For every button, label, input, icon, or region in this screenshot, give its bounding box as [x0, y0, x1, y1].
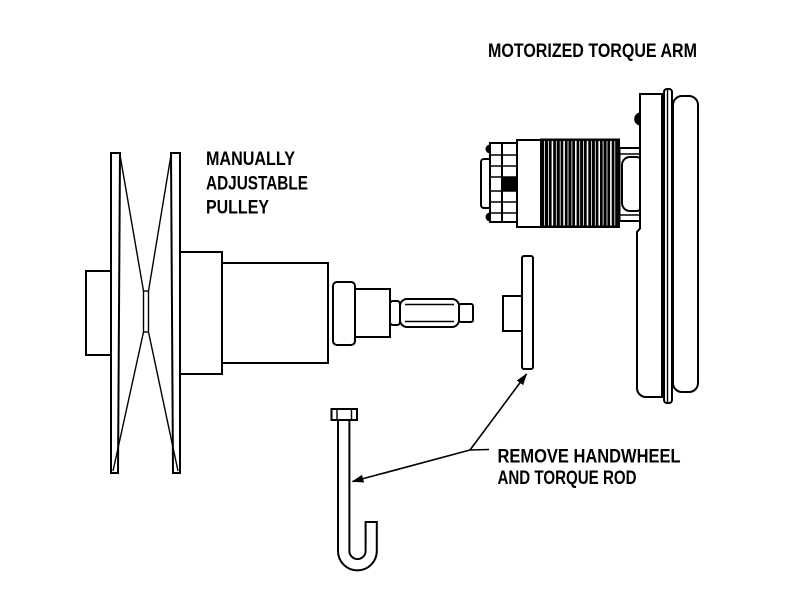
motor-front-drum	[516, 139, 542, 228]
pulley-body-cylinder	[221, 262, 329, 364]
pulley-center-bushing	[142, 290, 150, 333]
motor-fins-lines	[544, 141, 616, 226]
label-pulley-line3: PULLEY	[206, 197, 269, 219]
torque-rod-cap	[330, 408, 358, 421]
shaft-collar-large	[332, 281, 356, 346]
pulley-flange-left	[110, 152, 122, 474]
handwheel	[502, 255, 534, 370]
manually-adjustable-pulley	[85, 152, 329, 474]
pulley-flange-right	[169, 152, 181, 474]
diagram-labels: MOTORIZED TORQUE ARM MANUALLY ADJUSTABLE…	[206, 40, 697, 489]
pulley-cone-lower-left	[112, 331, 145, 472]
pulley-cone-upper-left	[119, 154, 145, 292]
shaft-collar-small	[389, 300, 401, 326]
label-remove-line1: REMOVE HANDWHEEL	[498, 446, 681, 468]
pulley-hub-extension	[179, 251, 223, 375]
motor-band-key	[502, 177, 517, 191]
pulley-cone-lower-right	[147, 331, 179, 472]
motorized-torque-arm	[480, 88, 699, 404]
handwheel-disc	[521, 255, 534, 370]
shaft-step-cylinder	[354, 288, 391, 338]
leader-to-handwheel	[469, 373, 528, 451]
adjustment-shaft	[332, 281, 474, 346]
label-pulley-line2: ADJUSTABLE	[206, 173, 308, 195]
torque-rod-hook	[337, 419, 378, 572]
handwheel-hub	[502, 295, 523, 332]
label-pulley-line1: MANUALLY	[206, 148, 295, 170]
torque-arm-cover	[672, 95, 699, 393]
torque-rod	[330, 408, 378, 572]
pulley-hub-left	[85, 270, 112, 356]
pulley-cone-upper-right	[147, 154, 172, 292]
shaft-end-cap	[458, 303, 474, 323]
leader-tick	[469, 448, 490, 451]
gear-housing-plate	[636, 93, 663, 398]
threaded-shaft	[399, 298, 460, 328]
label-remove-line2: AND TORQUE ROD	[498, 467, 637, 489]
callout-leaders	[351, 373, 528, 483]
label-motorized-torque-arm: MOTORIZED TORQUE ARM	[488, 40, 697, 62]
leader-to-torque-rod	[351, 449, 471, 483]
